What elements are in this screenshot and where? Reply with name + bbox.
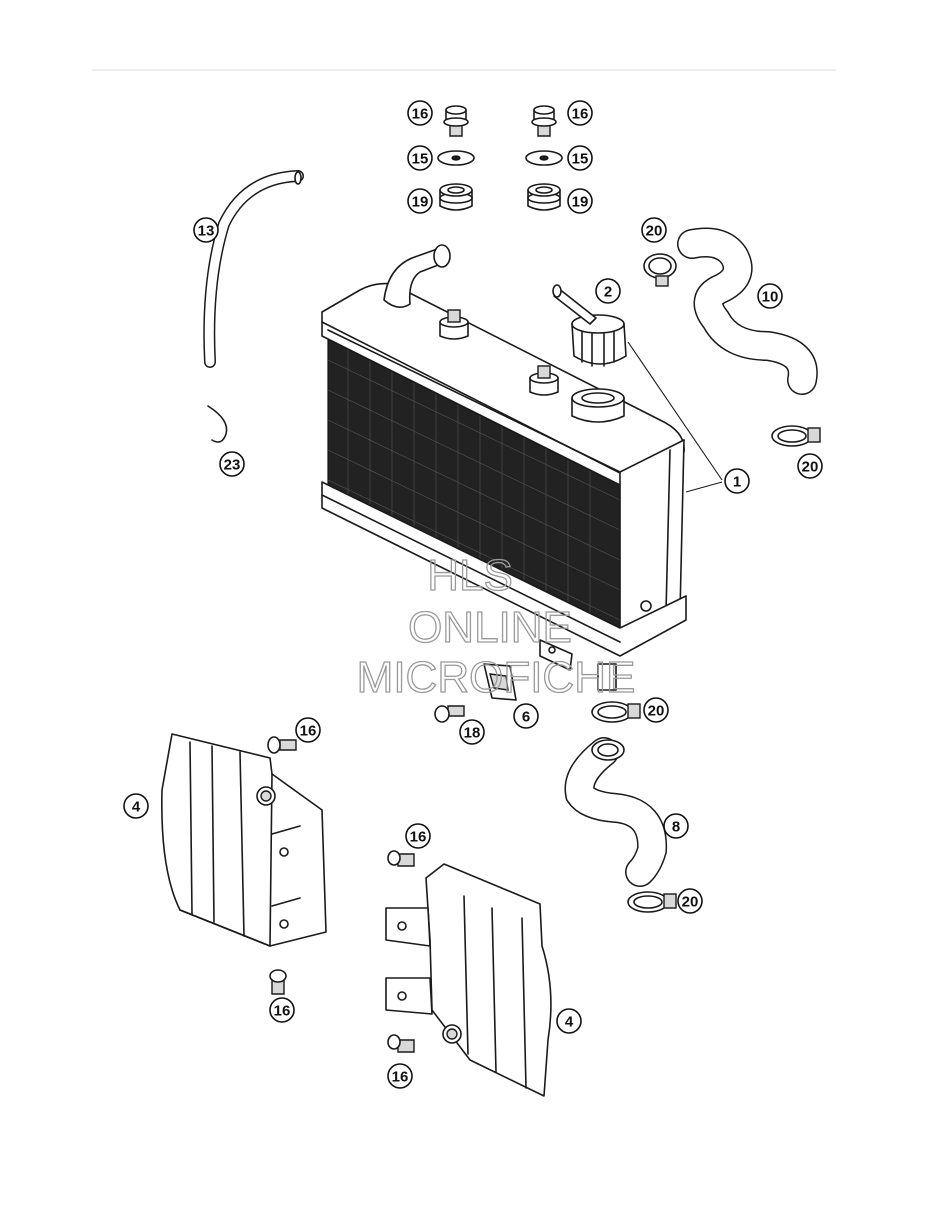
callout-4-left: 4	[123, 793, 149, 819]
callout-15-right-label: 15	[572, 151, 589, 168]
washer-15-left	[437, 150, 475, 166]
callout-16-shroud-left-bottom: 16	[269, 997, 295, 1023]
radiator-cap-part	[552, 284, 627, 367]
callout-20-d: 20	[677, 888, 703, 914]
callout-19-left: 19	[407, 188, 433, 214]
bolt-16-shroud-left-bottom	[269, 969, 287, 995]
callout-18: 18	[459, 719, 485, 745]
callout-15-left-label: 15	[412, 151, 429, 168]
overflow-hose-part	[203, 170, 304, 368]
washer-15-right	[525, 150, 563, 166]
callout-16-shroud-left-top: 16	[295, 717, 321, 743]
callout-20-a: 20	[641, 217, 667, 243]
callout-10-label: 10	[762, 289, 779, 306]
callout-19-right-label: 19	[572, 194, 589, 211]
callout-8: 8	[663, 813, 689, 839]
callout-13-label: 13	[198, 223, 215, 240]
watermark-line-1: HLS	[427, 551, 513, 600]
callout-6: 6	[513, 703, 539, 729]
callout-2-label: 2	[604, 284, 612, 301]
watermark-line-2: ONLINE	[408, 603, 572, 652]
callout-15-right: 15	[567, 145, 593, 171]
callout-16-shroud-right-bottom-label: 16	[392, 1069, 409, 1086]
hose-clamp-d	[627, 891, 677, 913]
leader-1a	[627, 341, 723, 481]
bolt-16-top-left	[443, 105, 469, 137]
callout-16-top-left-label: 16	[412, 106, 429, 123]
callout-20-a-label: 20	[646, 223, 663, 240]
callout-10: 10	[757, 283, 783, 309]
callout-8-label: 8	[672, 819, 680, 836]
callout-19-left-label: 19	[412, 194, 429, 211]
watermark-line-3: MICROFICHE	[357, 653, 636, 702]
callout-16-top-right-label: 16	[572, 106, 589, 123]
callout-4-right: 4	[556, 1008, 582, 1034]
bolt-16-shroud-left-top	[267, 736, 297, 754]
callout-1: 1	[724, 468, 750, 494]
callout-20-b-label: 20	[802, 459, 819, 476]
radiator-shroud-right	[385, 863, 552, 1097]
bolt-16-top-right	[531, 105, 557, 137]
callout-16-shroud-right-top-label: 16	[410, 829, 427, 846]
callout-13: 13	[193, 217, 219, 243]
mounting-bracket-part	[483, 663, 517, 701]
hose-clamp-a	[643, 253, 677, 287]
callout-19-right: 19	[567, 188, 593, 214]
callout-20-b: 20	[797, 453, 823, 479]
callout-16-top-left: 16	[407, 100, 433, 126]
bolt-16-shroud-right-top	[387, 850, 415, 867]
callout-20-c: 20	[643, 697, 669, 723]
callout-16-shroud-left-top-label: 16	[300, 723, 317, 740]
watermark: HLS ONLINE MICROFICHE	[356, 550, 636, 702]
bolt-18-part	[434, 705, 465, 723]
upper-hose-part	[677, 227, 818, 395]
callout-4-right-label: 4	[565, 1014, 574, 1031]
callout-23: 23	[219, 451, 245, 477]
callout-1-label: 1	[733, 474, 741, 491]
callout-16-top-right: 16	[567, 100, 593, 126]
radiator-part	[321, 244, 687, 691]
callout-16-shroud-left-bottom-label: 16	[274, 1003, 291, 1020]
lower-hose-part	[564, 737, 668, 887]
callout-4-left-label: 4	[132, 799, 141, 816]
callout-15-left: 15	[407, 145, 433, 171]
callout-23-label: 23	[224, 457, 241, 474]
hose-clamp-b	[771, 425, 821, 447]
leader-1b	[685, 481, 723, 493]
callout-16-shroud-right-top: 16	[405, 823, 431, 849]
hose-clamp-c	[591, 701, 641, 723]
grommet-19-left	[439, 183, 473, 211]
callout-20-d-label: 20	[682, 894, 699, 911]
grommet-19-right	[527, 183, 561, 211]
hose-clip-part	[207, 405, 228, 443]
callout-20-c-label: 20	[648, 703, 665, 720]
callout-16-shroud-right-bottom: 16	[387, 1063, 413, 1089]
callout-6-label: 6	[522, 709, 530, 726]
bolt-16-shroud-right-bottom	[387, 1034, 415, 1053]
radiator-shroud-left	[161, 733, 327, 947]
callout-18-label: 18	[464, 725, 481, 742]
callout-2: 2	[595, 278, 621, 304]
